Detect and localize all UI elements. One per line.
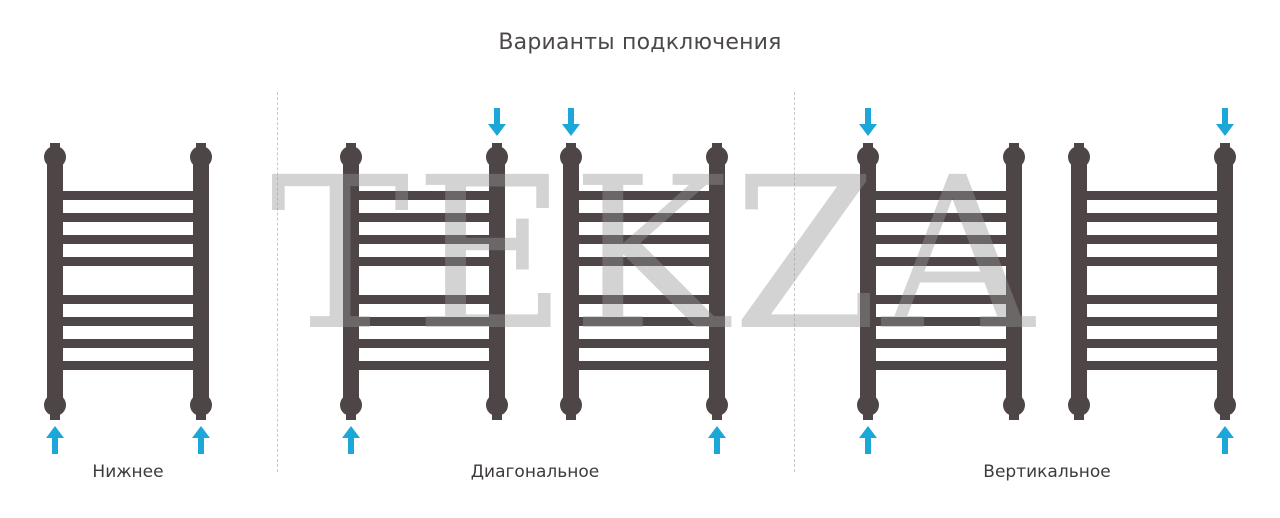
radiator-vertical-2 — [1068, 143, 1236, 420]
radiator-diagonal-2 — [560, 143, 728, 420]
arrow-up-icon — [1216, 426, 1234, 454]
radiator-diagonal-1 — [340, 143, 508, 420]
caption-vertical: Вертикальное — [983, 462, 1111, 482]
radiator-vertical-1 — [857, 143, 1025, 420]
arrow-down-icon — [859, 108, 877, 136]
arrow-down-icon — [562, 108, 580, 136]
arrow-up-icon — [859, 426, 877, 454]
arrow-down-icon — [488, 108, 506, 136]
caption-bottom: Нижнее — [92, 462, 164, 482]
arrow-up-icon — [342, 426, 360, 454]
arrow-up-icon — [708, 426, 726, 454]
arrow-up-icon — [46, 426, 64, 454]
arrow-down-icon — [1216, 108, 1234, 136]
radiator-bottom — [44, 143, 212, 420]
section-divider — [277, 92, 278, 472]
caption-diagonal: Диагональное — [470, 462, 600, 482]
page-title: Варианты подключения — [498, 30, 782, 55]
section-divider — [794, 92, 795, 472]
arrow-up-icon — [192, 426, 210, 454]
